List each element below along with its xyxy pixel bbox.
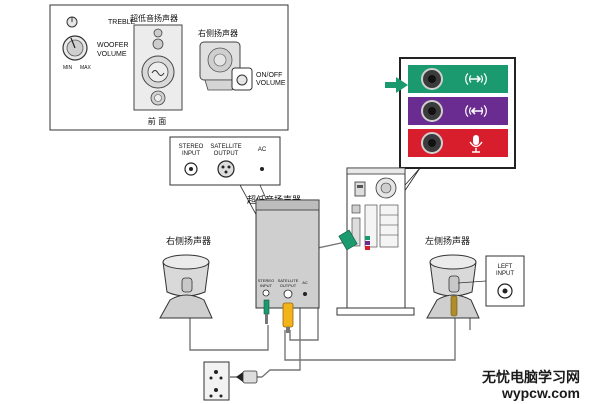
front-right-speaker-title: 右侧扬声器 <box>198 28 238 38</box>
microphone-icon <box>469 135 483 153</box>
woofer-volume-knob <box>62 35 88 61</box>
onoff-label: ON/OFF <box>256 72 282 79</box>
sub-satellite-output-label: OUTPUT <box>280 283 297 288</box>
treble-label: TREBLE <box>108 19 136 26</box>
sub-ac-label: AC <box>302 280 308 285</box>
onoff-volume-knob <box>231 67 253 91</box>
green-plug <box>263 299 270 324</box>
watermark-title: 无忧电脑学习网 <box>481 369 580 386</box>
front-view-panel: TREBLE WOOFER VOLUME MIN MAX 超低音扬声器 右侧扬声… <box>49 4 289 131</box>
left-speaker <box>426 254 480 319</box>
rear-stereo-input-label: INPUT <box>182 151 200 157</box>
port-bars <box>408 65 508 157</box>
left-speaker-label: 左侧扬声器 <box>425 235 470 247</box>
power-plug <box>236 370 258 384</box>
subwoofer: STEREO INPUT SATELLITE OUTPUT AC <box>255 199 320 309</box>
front-subwoofer-title: 超低音扬声器 <box>130 13 178 23</box>
right-speaker <box>159 254 213 319</box>
cables <box>189 239 471 378</box>
right-speaker-label: 右侧扬声器 <box>166 235 211 247</box>
power-outlet <box>203 361 230 401</box>
left-input-label: LEFT <box>498 264 513 270</box>
watermark-url: wypcw.com <box>501 385 580 401</box>
min-label: MIN <box>63 65 73 71</box>
rear-ac-label: AC <box>258 147 267 153</box>
woofer-volume-label: VOLUME <box>97 51 127 58</box>
yellow-plug <box>282 302 294 333</box>
right-speaker-front-unit <box>199 41 241 91</box>
watermark: 无忧电脑学习网 wypcw.com <box>481 369 580 401</box>
pc-tower <box>336 167 415 316</box>
ac-jack <box>260 167 264 171</box>
front-view-caption: 前 面 <box>148 116 167 126</box>
max-label: MAX <box>80 65 92 71</box>
woofer-label: WOOFER <box>97 42 129 49</box>
satellite-output-jack <box>217 160 235 178</box>
sub-satellite-label: SATELLITE <box>278 278 299 283</box>
subwoofer-front-unit <box>133 24 183 111</box>
sub-stereo-input-label: INPUT <box>260 283 273 288</box>
green-arrow-icon <box>385 77 408 93</box>
onoff-volume-label: VOLUME <box>256 80 286 87</box>
left-input-label-2: INPUT <box>496 271 514 277</box>
line-out-icon <box>465 72 487 86</box>
left-input-callout: LEFT INPUT <box>457 255 525 307</box>
rear-stereo-label: STEREO <box>179 144 204 150</box>
sub-stereo-label: STEREO <box>258 278 274 283</box>
rear-satellite-label: SATELLITE <box>210 144 241 150</box>
treble-knob <box>66 16 78 28</box>
line-in-icon <box>465 104 487 118</box>
rear-satellite-output-label: OUTPUT <box>214 151 239 157</box>
rear-panel-zoom: STEREO INPUT SATELLITE OUTPUT AC <box>169 136 301 278</box>
audio-ports-zoom <box>356 57 516 241</box>
